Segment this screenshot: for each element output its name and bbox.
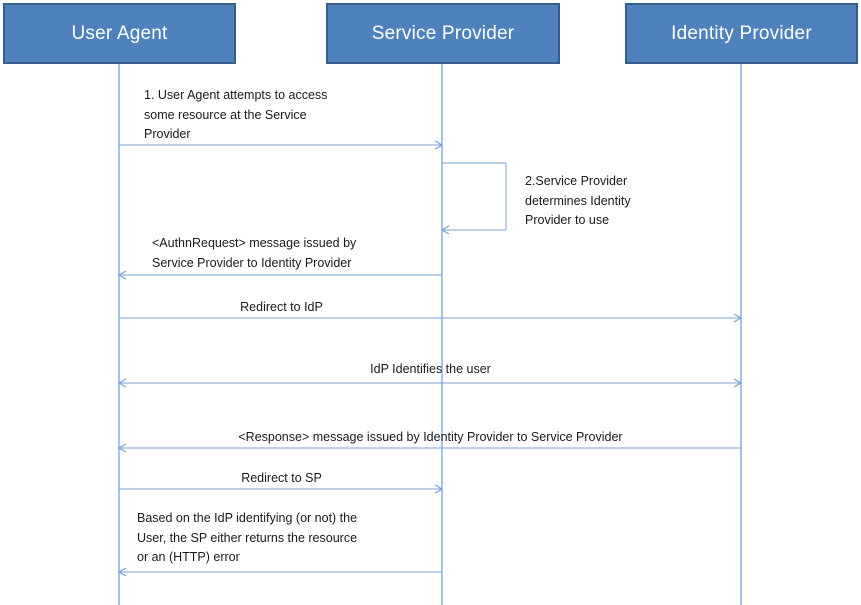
message-label-authn-request: <AuthnRequest> message issued by Service… [152,236,357,270]
message-label-response: <Response> message issued by Identity Pr… [238,430,623,444]
message-label-final-response: Based on the IdP identifying (or not) th… [137,511,358,564]
actor-box-identity-provider[interactable]: Identity Provider [625,3,858,64]
actor-box-user-agent[interactable]: User Agent [3,3,236,64]
actor-label-user-agent: User Agent [71,22,168,44]
actor-label-identity-provider: Identity Provider [671,22,812,44]
message-label-2: 2.Service Provider determines Identity P… [525,174,631,227]
message-label-idp-identifies-user: IdP Identifies the user [370,362,491,376]
message-label-1: 1. User Agent attempts to access some re… [144,88,328,141]
actor-label-service-provider: Service Provider [371,22,515,44]
actor-box-service-provider[interactable]: Service Provider [326,3,560,64]
message-label-redirect-to-idp: Redirect to IdP [240,300,323,314]
message-label-redirect-to-sp: Redirect to SP [241,471,322,485]
